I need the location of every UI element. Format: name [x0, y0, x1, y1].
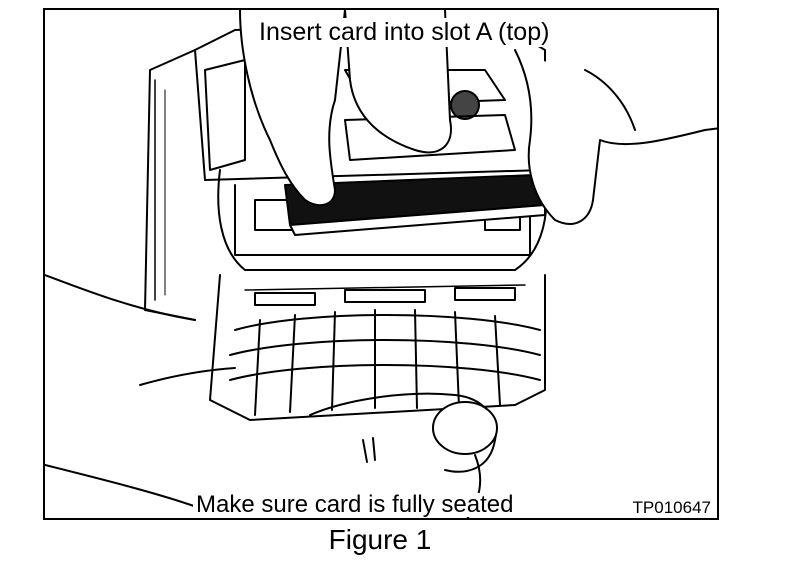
figure-caption: Figure 1 — [328, 524, 432, 555]
open-cover — [209, 274, 546, 421]
card — [284, 174, 546, 236]
supporting-hand — [45, 274, 498, 518]
illustration-frame: Insert card into slot A (top) Make sure … — [43, 8, 719, 520]
insert-instruction: Insert card into slot A (top) — [255, 18, 554, 47]
seat-instruction: Make sure card is fully seated — [193, 493, 517, 517]
device-body — [144, 19, 546, 321]
card-insertion-illustration — [45, 10, 717, 518]
figure-code: TP010647 — [632, 498, 711, 517]
